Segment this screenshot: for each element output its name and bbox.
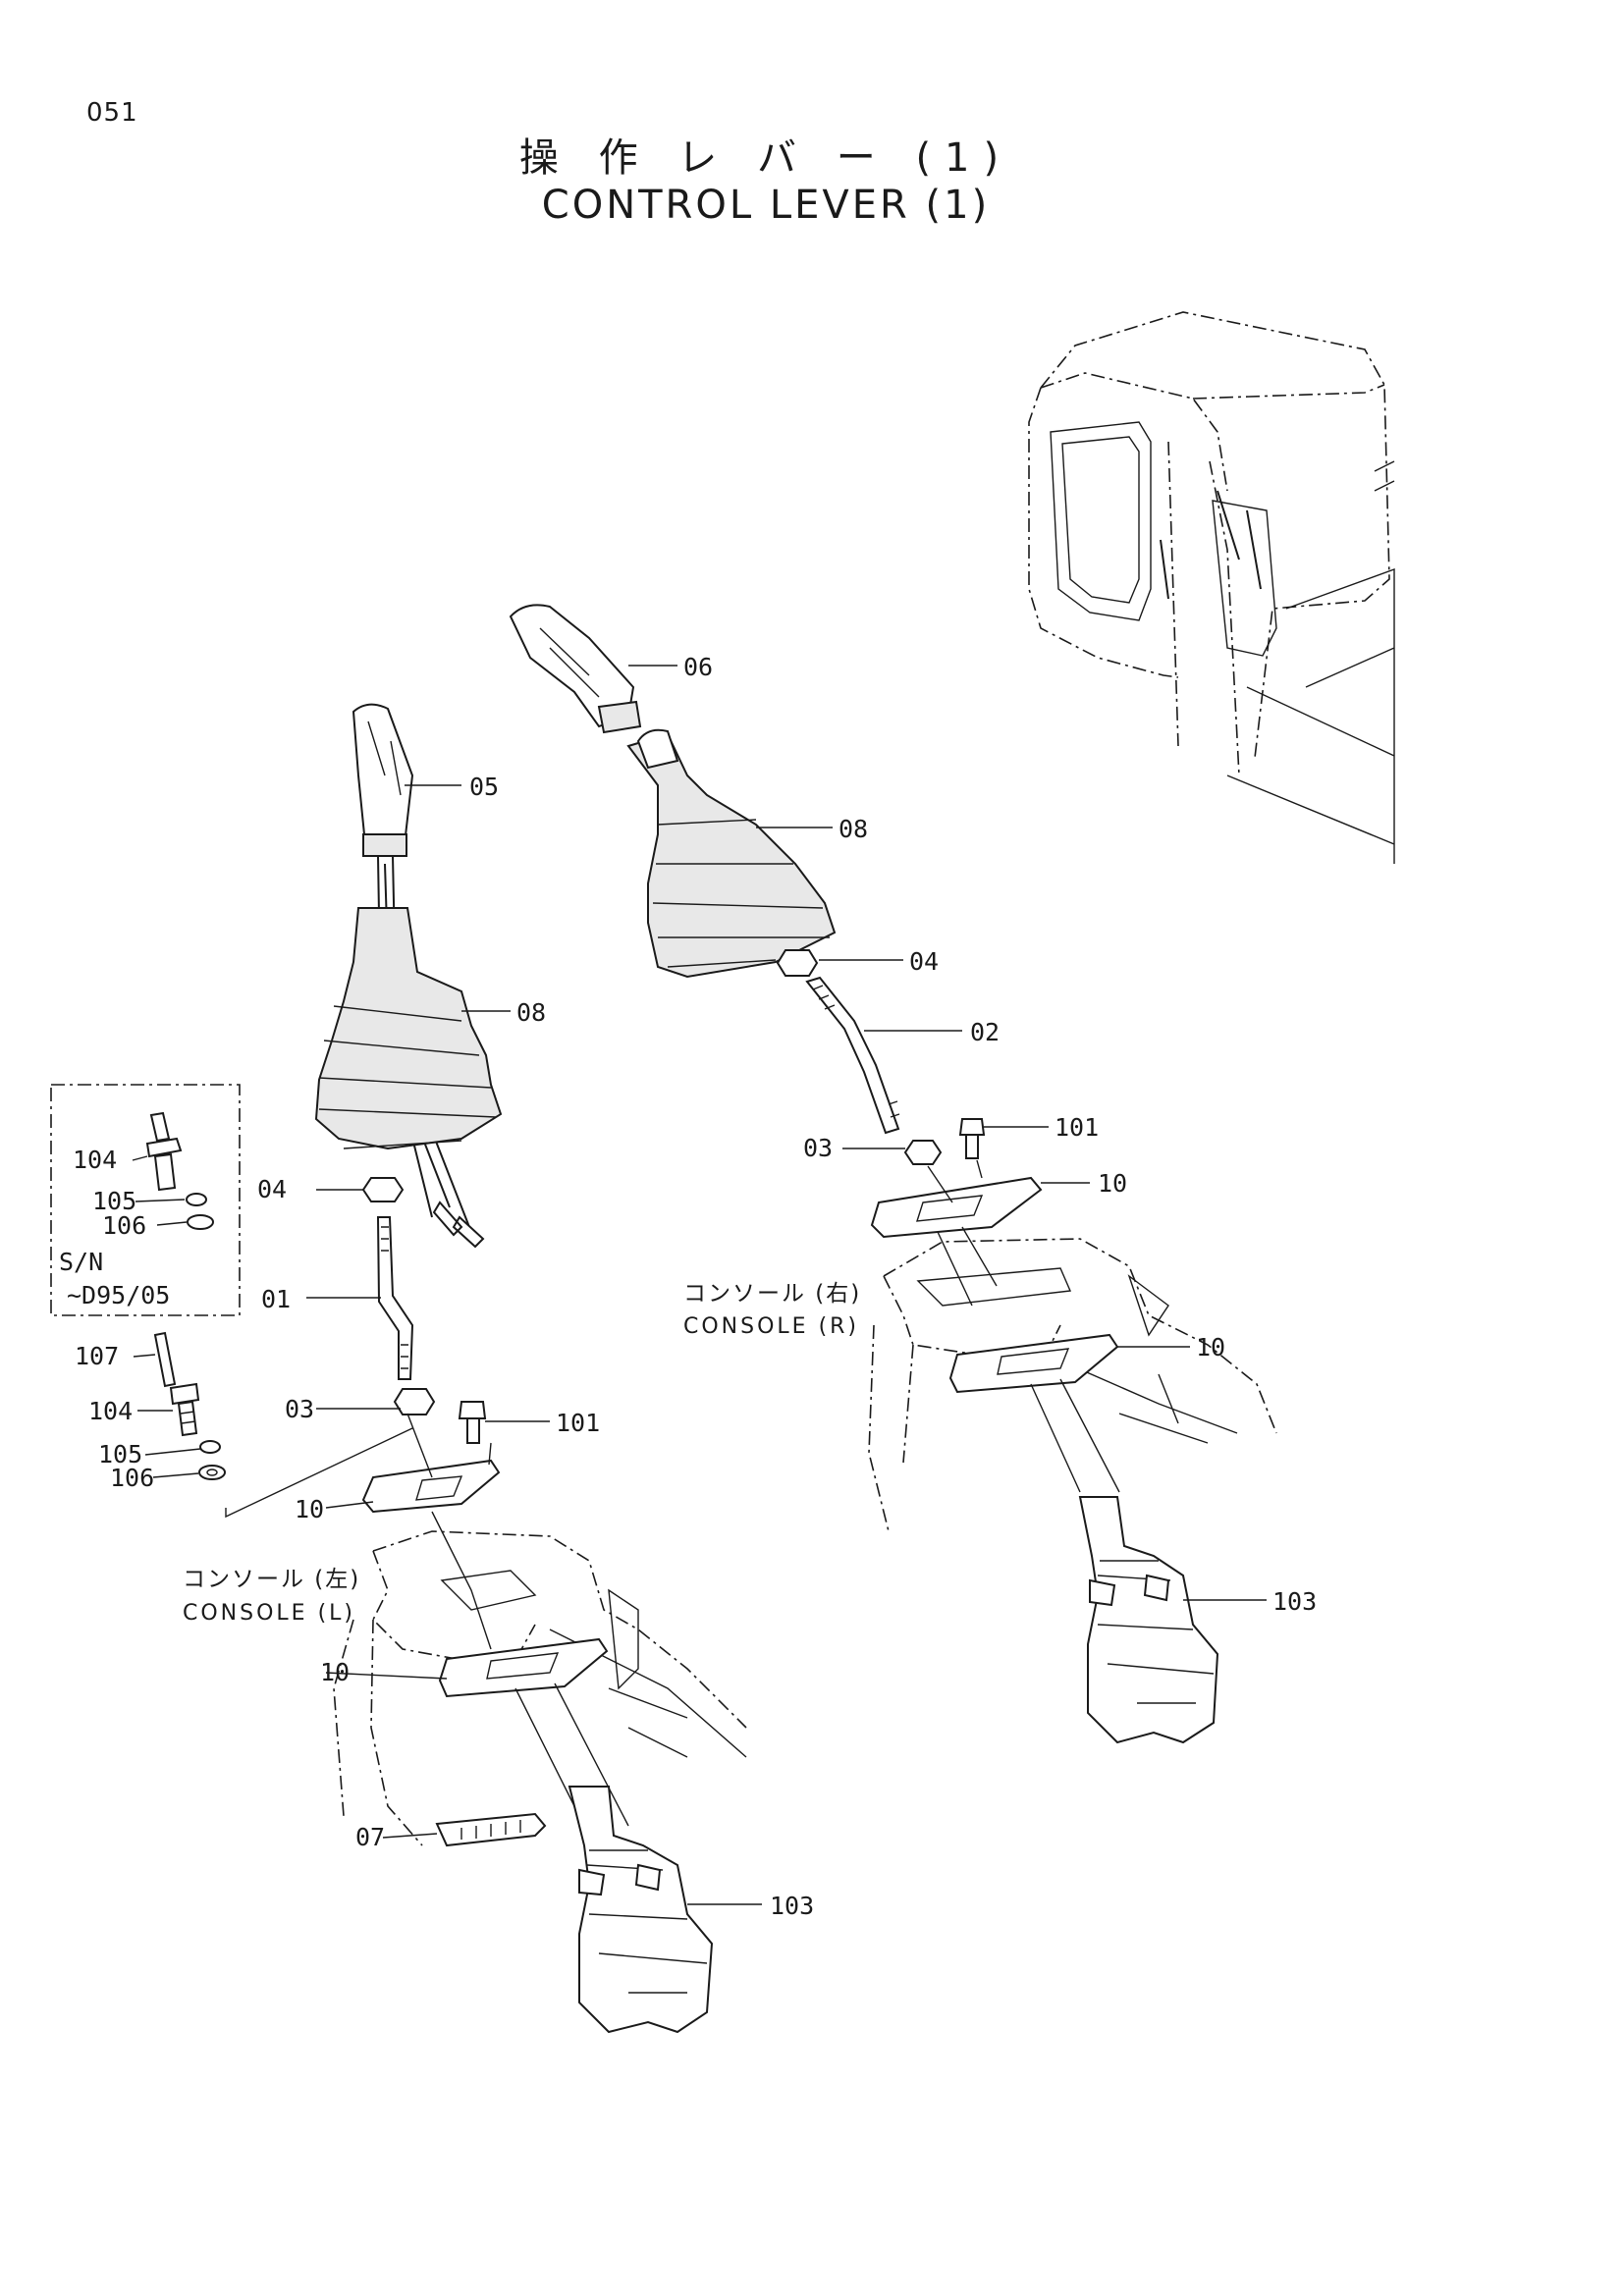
grip-left [352, 703, 414, 845]
rod-02 [805, 976, 900, 1135]
console-left-label-jp: コンソール (左) [183, 1567, 360, 1592]
callout-07: 07 [355, 1823, 385, 1851]
page-number: 051 [86, 98, 138, 128]
boot-left [314, 907, 503, 1150]
plate-10-right-upper [870, 1176, 1043, 1239]
inset-callout-104: 104 [73, 1146, 117, 1174]
nut-03-left [393, 1388, 436, 1415]
title-english: CONTROL LEVER (1) [541, 183, 991, 228]
callout-02: 02 [970, 1018, 1000, 1046]
callout-08-left: 08 [516, 998, 546, 1027]
nut-04-left [361, 1177, 405, 1202]
left-lever-assembly [225, 703, 747, 2034]
plate-10-right-lower [948, 1333, 1119, 1394]
pilot-valve-right [1078, 1496, 1219, 1744]
callout-10-left-lower: 10 [320, 1658, 350, 1686]
nut-04-right [776, 949, 819, 977]
small-parts-left [153, 1331, 226, 1480]
console-right [883, 1238, 1277, 1434]
right-lever-assembly [509, 604, 1277, 1744]
callout-105: 105 [98, 1440, 142, 1468]
pilot-valve-left [568, 1786, 714, 2034]
console-left-label-en: CONSOLE (L) [183, 1601, 355, 1626]
bolt-104 [169, 1382, 200, 1437]
plate-10-left-upper [361, 1459, 501, 1514]
callout-04-left: 04 [257, 1175, 287, 1203]
inset-callout-105: 105 [92, 1187, 136, 1215]
console-left [372, 1530, 747, 1729]
inset-serial-label: S/N [59, 1248, 103, 1276]
callout-106: 106 [110, 1464, 154, 1492]
nut-03-right [903, 1140, 943, 1165]
callout-03-left: 03 [285, 1395, 314, 1423]
callout-10-right-lower: 10 [1196, 1333, 1225, 1362]
leader-lines [133, 665, 1267, 1905]
serial-inset [50, 1084, 241, 1316]
callout-05: 05 [469, 773, 499, 801]
grip-right [509, 604, 635, 728]
bolt-101-left [458, 1401, 487, 1444]
callout-08-right: 08 [839, 815, 868, 843]
callout-10-right-upper: 10 [1098, 1169, 1127, 1198]
console-right-label-en: CONSOLE (R) [683, 1314, 859, 1339]
title-japanese: 操 作 レ バ ー (1) [518, 135, 1013, 181]
callout-101-right: 101 [1055, 1113, 1099, 1142]
cab-illustration [1028, 311, 1395, 864]
plate-10-left-lower [438, 1637, 609, 1698]
callout-10-left-upper: 10 [295, 1495, 324, 1523]
bolt-101-right [958, 1118, 986, 1159]
callout-103-right: 103 [1272, 1587, 1317, 1616]
callout-101-left: 101 [556, 1409, 600, 1437]
callout-107: 107 [75, 1342, 119, 1370]
callout-04-right: 04 [909, 947, 939, 976]
boot-right [626, 732, 837, 979]
callout-01: 01 [261, 1285, 291, 1313]
callout-104: 104 [88, 1397, 133, 1425]
rod-01 [376, 1216, 414, 1380]
washer-106 [198, 1465, 226, 1480]
callout-103-left: 103 [770, 1892, 814, 1920]
inset-serial-range: ~D95/05 [67, 1281, 170, 1309]
callout-03-right: 03 [803, 1134, 833, 1162]
pin-107 [153, 1331, 177, 1388]
callout-06: 06 [683, 653, 713, 681]
inset-callout-106: 106 [102, 1211, 146, 1240]
clip-105 [199, 1440, 221, 1454]
console-right-label-jp: コンソール (右) [683, 1281, 861, 1307]
